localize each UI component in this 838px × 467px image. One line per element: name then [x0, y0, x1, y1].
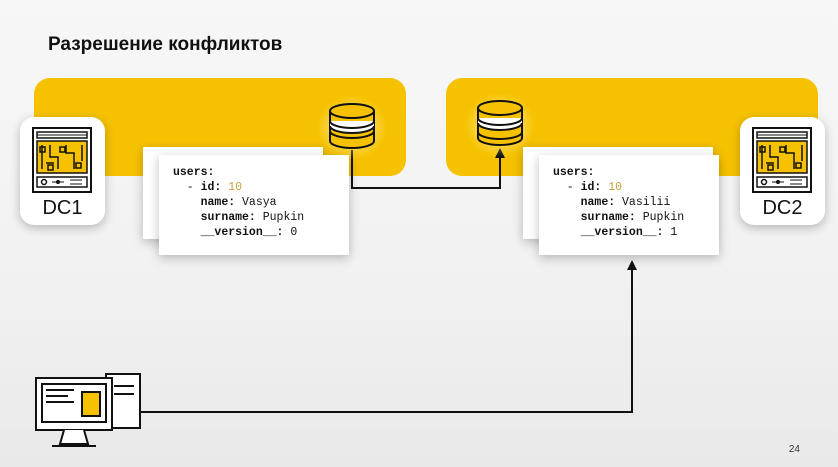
yaml-version-value: 0 [290, 226, 298, 239]
yaml-name-value: Vasilii [622, 196, 671, 209]
dc2-label: DC2 [762, 197, 803, 219]
replication-arrow [351, 148, 505, 189]
page-number: 24 [788, 444, 800, 455]
server-rack-icon [752, 127, 812, 193]
yaml-version-key: __version__: [580, 226, 664, 239]
yaml-version-key: __version__: [200, 226, 284, 239]
dc1-card: DC1 [20, 117, 105, 225]
record-card-left: users: - id: 10 name: Vasya surname: Pup… [159, 155, 349, 255]
yaml-surname-value: Pupkin [642, 211, 685, 224]
yaml-id-value: 10 [228, 181, 243, 194]
yaml-id-key: id: [200, 181, 222, 194]
yaml-record-left: users: - id: 10 name: Vasya surname: Pup… [173, 166, 305, 239]
record-card-right: users: - id: 10 name: Vasilii surname: P… [539, 155, 719, 255]
yaml-root-key: users: [173, 166, 215, 179]
dc1-label: DC1 [42, 197, 83, 219]
server-rack-icon [32, 127, 92, 193]
yaml-name-key: name: [580, 196, 616, 209]
yaml-record-right: users: - id: 10 name: Vasilii surname: P… [553, 166, 685, 239]
database-icon [465, 93, 535, 157]
slide-title: Разрешение конфликтов [48, 34, 283, 55]
yaml-name-key: name: [200, 196, 236, 209]
database-icon [317, 96, 387, 160]
computer-icon [35, 373, 141, 447]
client-write-arrow [130, 260, 637, 413]
yaml-id-key: id: [580, 181, 602, 194]
dc2-card: DC2 [740, 117, 825, 225]
yaml-surname-value: Pupkin [262, 211, 305, 224]
yaml-root-key: users: [553, 166, 595, 179]
yaml-surname-key: surname: [200, 211, 256, 224]
yaml-version-value: 1 [670, 226, 678, 239]
yaml-id-value: 10 [608, 181, 623, 194]
yaml-name-value: Vasya [242, 196, 277, 209]
yaml-surname-key: surname: [580, 211, 636, 224]
